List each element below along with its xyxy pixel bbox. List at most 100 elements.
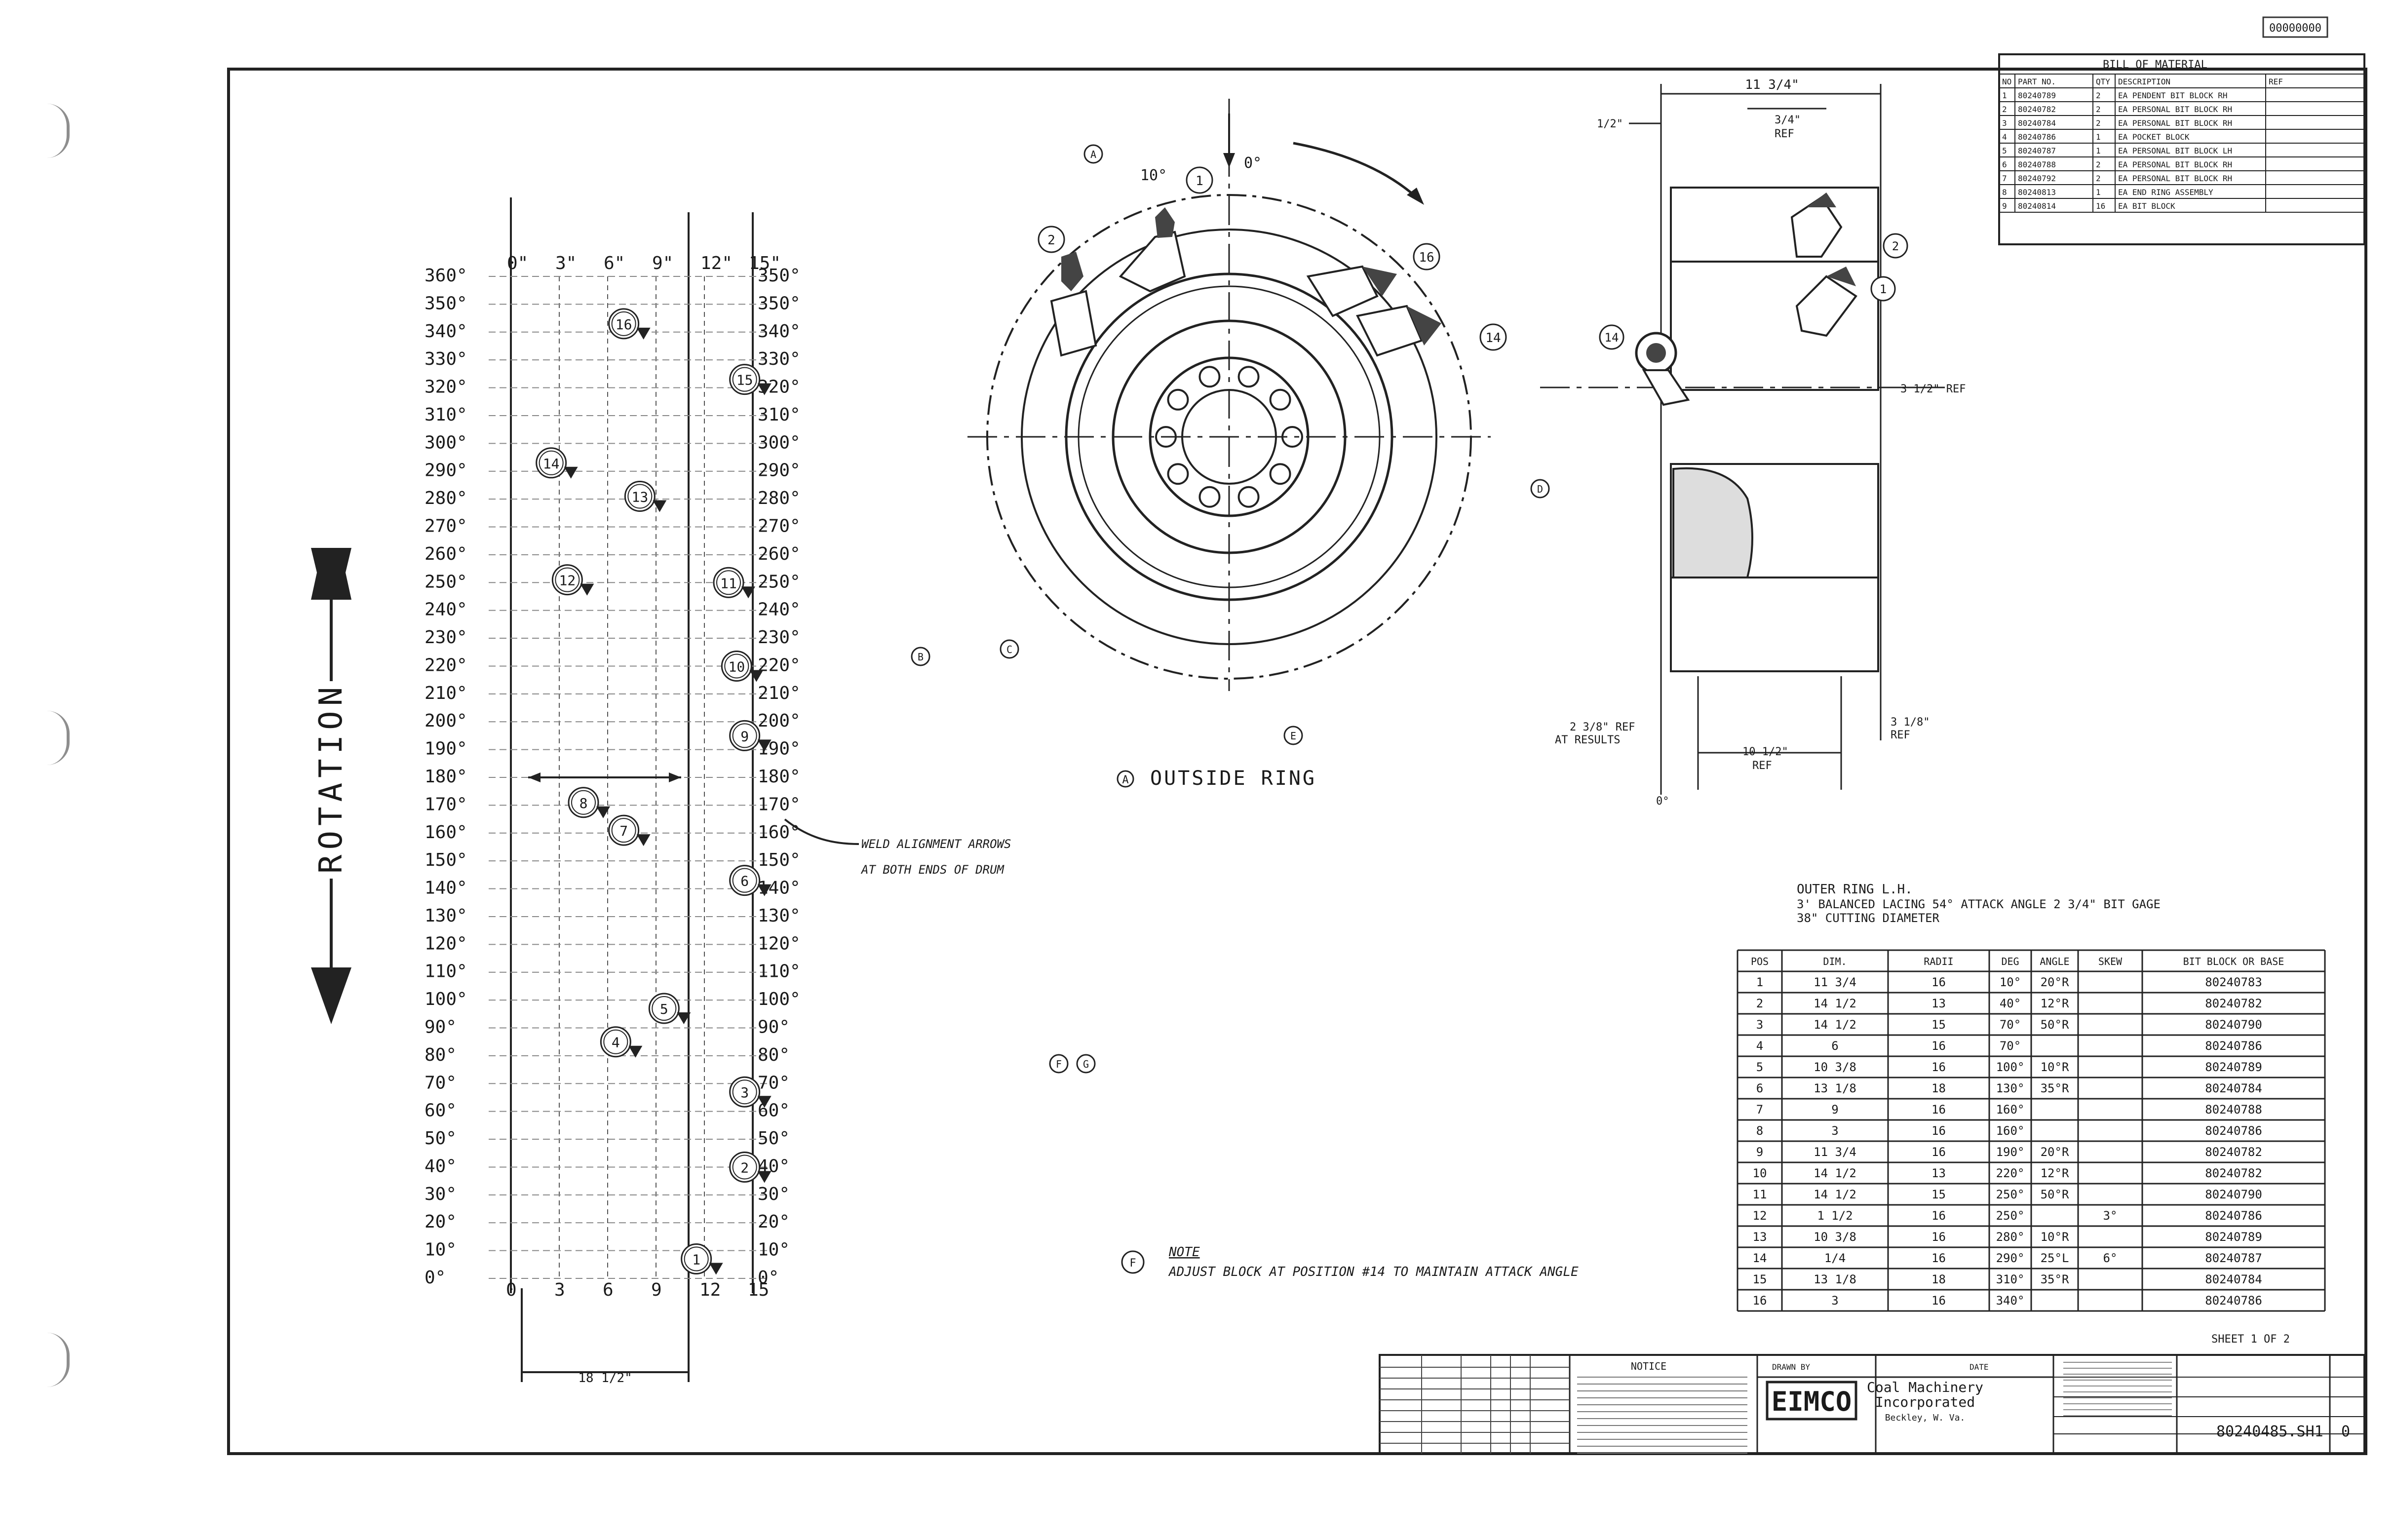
deg-label-right: 150° xyxy=(758,850,801,870)
lacing-table-cell: 6° xyxy=(2103,1251,2118,1265)
lacing-table-cell: 10 3/8 xyxy=(1814,1230,1856,1244)
weld-arrow-icon xyxy=(628,1045,643,1058)
weld-arrow-icon xyxy=(596,806,610,818)
arrow-head-icon xyxy=(311,967,351,1024)
lacing-table-cell: 80240784 xyxy=(2205,1272,2262,1286)
lacing-table-cell: 10° xyxy=(2000,975,2021,989)
side-balloon-2: 2 xyxy=(1892,239,1899,253)
side-dim-f: 3 1/8" xyxy=(1891,716,1930,729)
deg-label-left: 220° xyxy=(425,655,467,675)
side-bit-block-upper xyxy=(1790,192,1843,258)
note-block: F NOTE ADJUST BLOCK AT POSITION #14 TO M… xyxy=(1121,1245,1579,1279)
deg-label-right: 210° xyxy=(758,683,801,703)
lacing-caption-1: OUTER RING L.H. xyxy=(1797,882,1913,897)
drawing-number: 80240485.SH1 xyxy=(2216,1423,2323,1440)
deg-label-left: 300° xyxy=(425,432,467,453)
weld-arrow-icon xyxy=(636,327,651,340)
lacing-table-cell: 1 1/2 xyxy=(1817,1209,1853,1223)
deg-label-left: 260° xyxy=(425,544,467,564)
svg-text:A: A xyxy=(1122,774,1128,786)
lacing-table-header: ANGLE xyxy=(2040,956,2069,967)
bom-cell: 2 xyxy=(2096,105,2101,114)
company-logo-text: EIMCO xyxy=(1772,1386,1852,1417)
inch-label-bottom: 9 xyxy=(651,1280,662,1300)
deg-label-right: 200° xyxy=(758,711,801,731)
ring-caption-text: OUTSIDE RING xyxy=(1150,767,1316,790)
weld-arrow-icon xyxy=(580,583,594,596)
lacing-table-cell: 80240789 xyxy=(2205,1060,2262,1074)
deg-label-left: 190° xyxy=(425,739,467,759)
bom-cell: EA PERSONAL BIT BLOCK RH xyxy=(2118,174,2232,183)
lacing-table-cell: 9 xyxy=(1756,1145,1763,1159)
bom-cell: 80240782 xyxy=(2018,105,2056,114)
lacing-table-cell: 7 xyxy=(1756,1103,1763,1116)
side-balloon-14: 14 xyxy=(1605,331,1619,345)
deg-label-right: 20° xyxy=(758,1212,790,1232)
width-dimension: 18 1/2" xyxy=(521,1288,690,1386)
inch-label-bottom: 6 xyxy=(603,1280,614,1300)
lacing-table-cell: 3° xyxy=(2103,1209,2118,1223)
lacing-table-cell: 80240786 xyxy=(2205,1039,2262,1053)
side-bit-block-14 xyxy=(1635,332,1690,406)
lacing-table-cell: 15 xyxy=(1753,1272,1767,1286)
deg-label-right: 330° xyxy=(758,349,801,369)
date-label: DATE xyxy=(1970,1362,1989,1372)
lacing-table-cell: 160° xyxy=(1996,1103,2025,1116)
bom-cell: 80240789 xyxy=(2018,91,2056,100)
svg-text:9: 9 xyxy=(740,728,749,744)
lacing-table-cell: 3 xyxy=(1756,1018,1763,1032)
deg-label-left: 130° xyxy=(425,906,467,926)
lacing-caption-2: 3' BALANCED LACING 54° ATTACK ANGLE 2 3/… xyxy=(1797,897,2161,911)
lacing-position-11: 11 xyxy=(713,567,755,599)
bom-header: NO xyxy=(2002,77,2011,86)
bom-cell: 80240786 xyxy=(2018,132,2056,142)
lacing-table-header: DIM. xyxy=(1823,956,1847,967)
svg-text:16: 16 xyxy=(616,316,632,333)
company-line-1: Coal Machinery xyxy=(1867,1379,1983,1395)
lacing-position-16: 16 xyxy=(608,308,651,340)
lacing-table-cell: 12°R xyxy=(2041,1166,2069,1180)
ref-letter: D xyxy=(1537,483,1543,495)
lacing-position-2: 2 xyxy=(729,1151,772,1183)
side-balloon-1: 1 xyxy=(1880,282,1887,296)
side-dim-d2: AT RESULTS xyxy=(1555,734,1620,746)
lacing-position-9: 9 xyxy=(729,720,772,752)
deg-label-right: 290° xyxy=(758,461,801,481)
bom-cell: EA BIT BLOCK xyxy=(2118,201,2175,211)
lacing-table-cell: 16 xyxy=(1931,1145,1946,1159)
deg-label-left: 280° xyxy=(425,488,467,508)
rotation-arrow: ROTATION xyxy=(311,548,351,1024)
deg-label-left: 80° xyxy=(425,1045,457,1065)
deg-label-right: 110° xyxy=(758,962,801,982)
lacing-table-header: RADII xyxy=(1924,956,1953,967)
bit-block-16 xyxy=(1306,265,1397,317)
deg-label-right: 250° xyxy=(758,572,801,592)
lacing-table-header: POS xyxy=(1751,956,1769,967)
lacing-position-10: 10 xyxy=(721,650,764,682)
drawing-border xyxy=(227,68,2367,1455)
deg-label-left: 170° xyxy=(425,794,467,814)
weld-alignment-callout: WELD ALIGNMENT ARROWS AT BOTH ENDS OF DR… xyxy=(784,818,1011,877)
ring-balloon-16: 16 xyxy=(1419,250,1434,265)
deg-label-left: 70° xyxy=(425,1073,457,1093)
lacing-table-cell: 310° xyxy=(1996,1272,2025,1286)
ring-balloon-1: 1 xyxy=(1196,174,1203,189)
inch-label-top: 6" xyxy=(604,253,625,273)
bom-header: DESCRIPTION xyxy=(2118,77,2170,86)
lacing-table-cell: 6 xyxy=(1756,1081,1763,1095)
deg-label-left: 90° xyxy=(425,1017,457,1038)
lacing-table-cell: 5 xyxy=(1756,1060,1763,1074)
note-text: ADJUST BLOCK AT POSITION #14 TO MAINTAIN… xyxy=(1168,1265,1579,1279)
sheet-label: SHEET 1 OF 2 xyxy=(2211,1333,2290,1346)
weld-label-2: AT BOTH ENDS OF DRUM xyxy=(860,863,1005,877)
weld-label: WELD ALIGNMENT ARROWS xyxy=(861,837,1011,851)
lacing-table: OUTER RING L.H. 3' BALANCED LACING 54° A… xyxy=(1737,882,2326,1346)
ref-letter: B xyxy=(918,651,924,663)
lacing-table-header: DEG xyxy=(2001,956,2019,967)
lacing-table-cell: 130° xyxy=(1996,1081,2025,1095)
svg-text:7: 7 xyxy=(619,823,628,839)
bom-cell: 80240788 xyxy=(2018,160,2056,169)
svg-text:3: 3 xyxy=(740,1084,749,1101)
lacing-table-cell: 10 xyxy=(1753,1166,1767,1180)
deg-label-right: 350° xyxy=(758,266,801,286)
